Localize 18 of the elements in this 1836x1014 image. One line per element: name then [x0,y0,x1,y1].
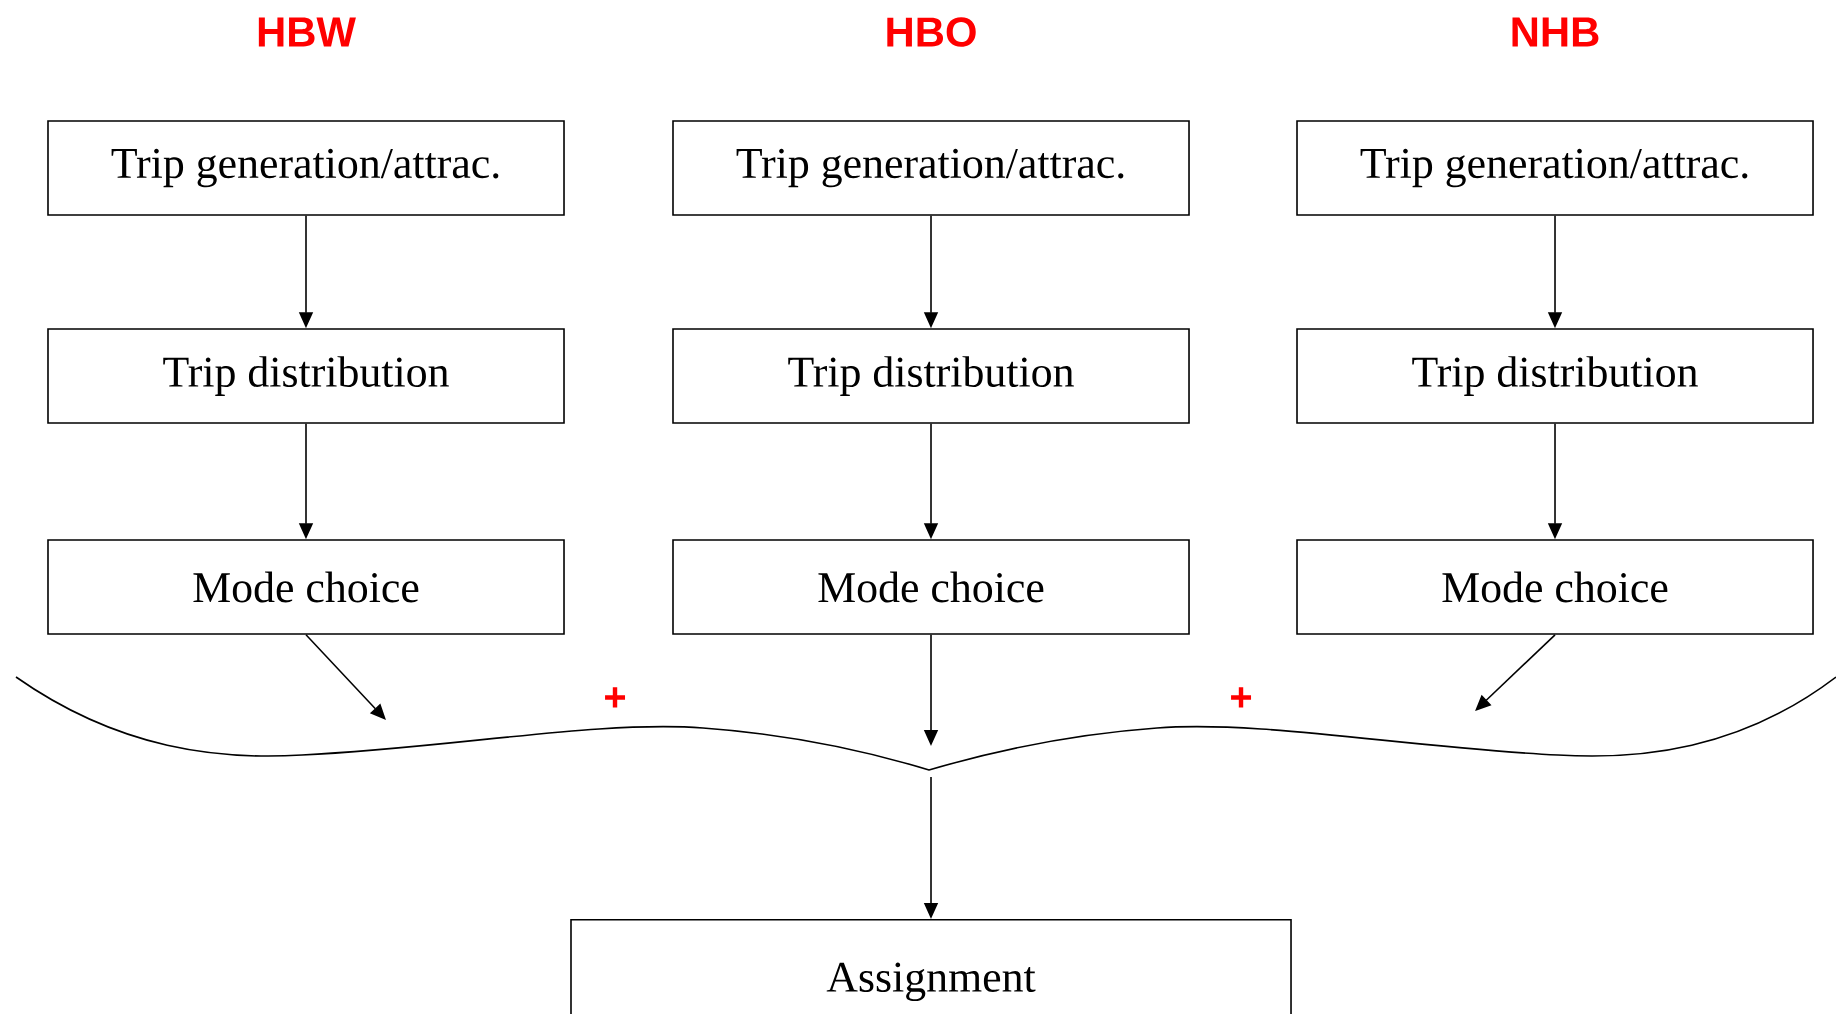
process-box: Mode choice [47,539,565,635]
column-heading: HBW [258,17,356,47]
process-box: Assignment [570,919,1292,1014]
plus-sign: + [1231,687,1252,708]
process-box: Mode choice [672,539,1190,635]
arrow [305,634,386,720]
curly-brace [15,676,1836,771]
plus-sign: + [605,687,626,708]
process-box: Trip distribution [1296,328,1814,424]
process-box: Trip generation/attrac. [672,120,1190,216]
column-heading: HBO [887,17,976,47]
column-heading: NHB [1512,17,1599,47]
process-box: Mode choice [1296,539,1814,635]
process-box: Trip distribution [672,328,1190,424]
process-box: Trip distribution [47,328,565,424]
process-box: Trip generation/attrac. [47,120,565,216]
process-box: Trip generation/attrac. [1296,120,1814,216]
arrow [1475,634,1556,711]
